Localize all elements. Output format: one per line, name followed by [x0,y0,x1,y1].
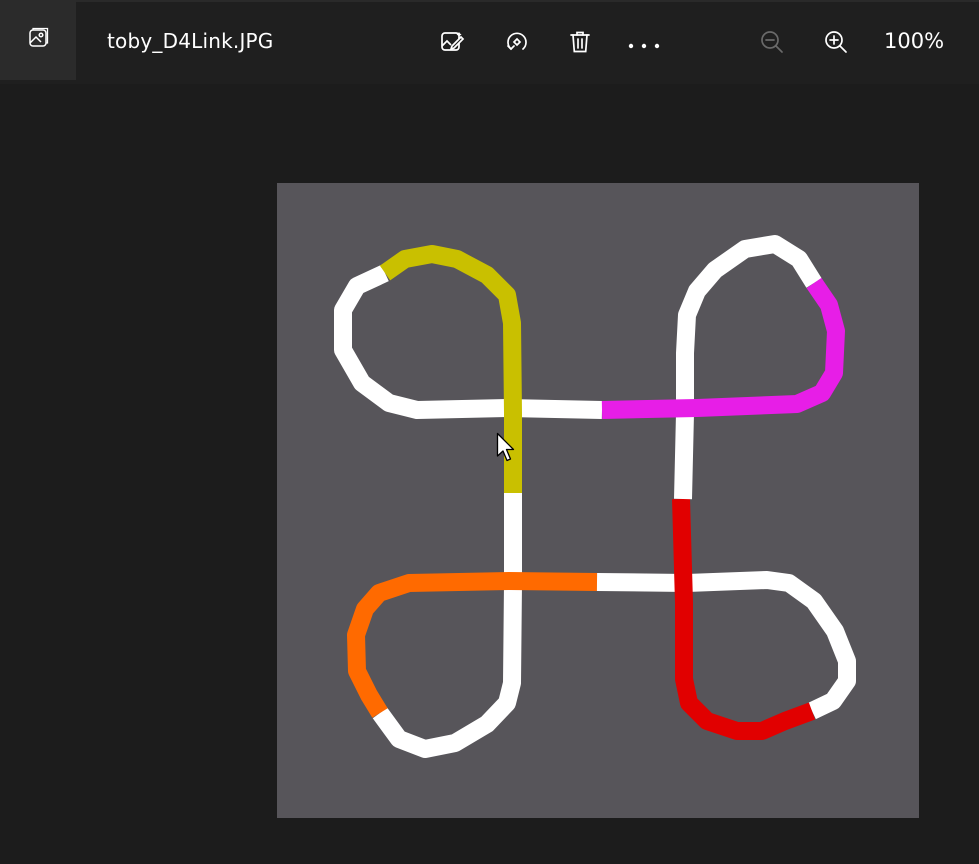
zoom-out-button[interactable] [752,24,792,64]
link-diagram-image [334,235,856,758]
rotate-button[interactable] [497,24,537,64]
displayed-photo[interactable] [277,183,919,818]
tube-red [672,498,816,740]
gallery-button[interactable] [0,0,76,80]
edit-image-icon [439,29,465,59]
zoom-out-icon [759,29,785,59]
mouse-pointer [496,432,518,468]
window-top-border [0,0,979,2]
tube-bottom-middle-white [596,571,856,720]
more-options-button[interactable] [624,24,664,64]
title-bar: toby_D4Link.JPG [0,0,979,84]
gallery-icon [26,26,50,54]
tube-right-vertical-white [674,235,822,500]
tube-magenta [601,277,845,419]
edit-image-button[interactable] [432,24,472,64]
more-icon [627,35,661,54]
zoom-level-label[interactable]: 100% [884,29,945,53]
tube-left-vertical-white [372,493,522,758]
zoom-in-icon [823,29,849,59]
tube-top-left-white [334,264,603,419]
tube-yellow [379,245,522,493]
tube-orange [347,572,598,718]
rotate-icon [504,29,530,59]
file-name-title: toby_D4Link.JPG [107,29,274,53]
trash-icon [568,29,592,59]
zoom-in-button[interactable] [816,24,856,64]
delete-button[interactable] [560,24,600,64]
